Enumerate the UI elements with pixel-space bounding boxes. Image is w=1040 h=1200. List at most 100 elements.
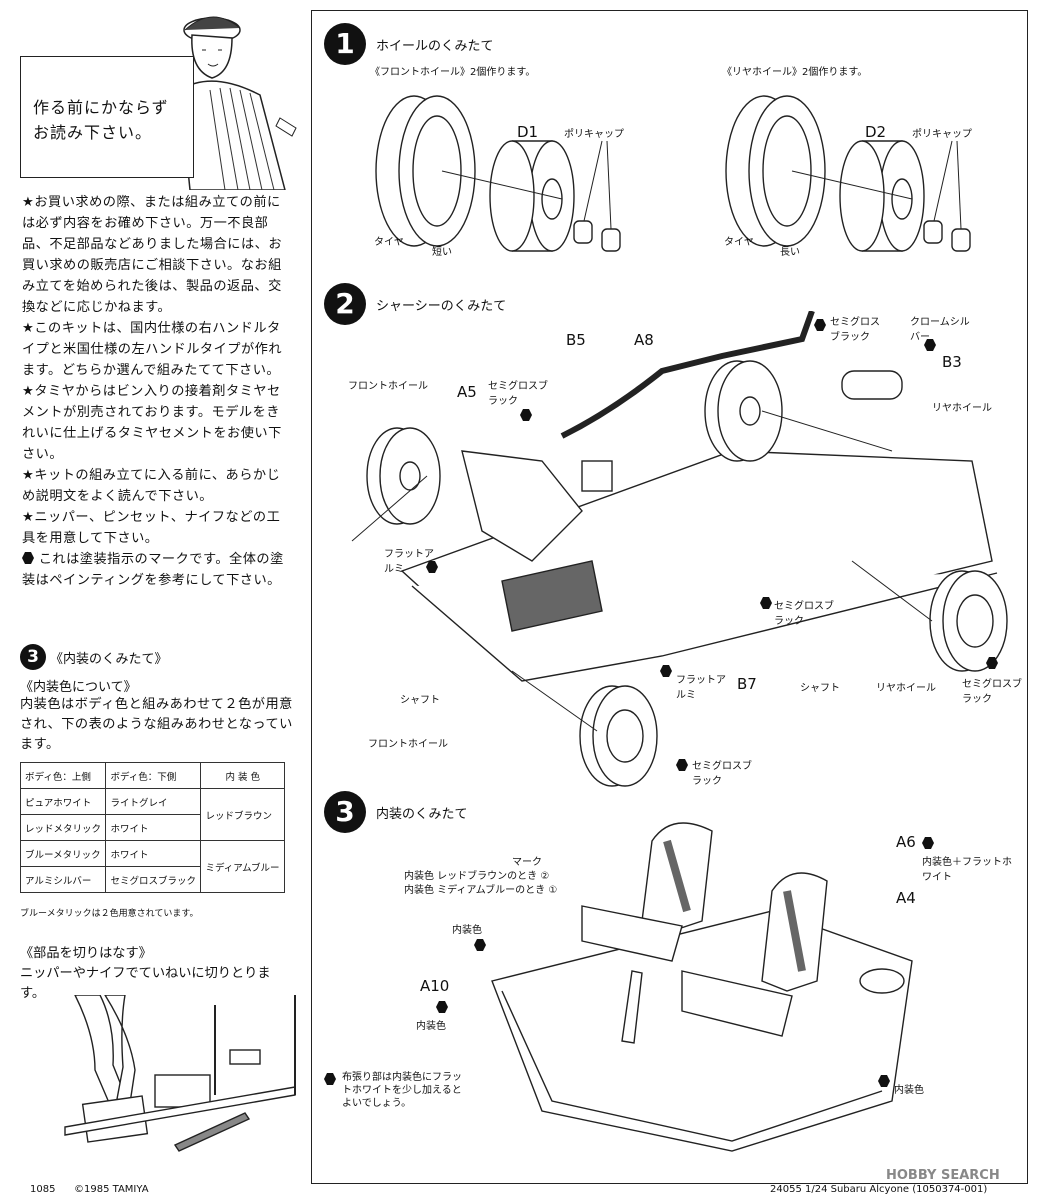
interior-color-text: 内装色はボディ色と組みあわせて２色が用意され、下の表のような組みあわせとなってい… (20, 697, 293, 752)
step-2-title: シャーシーのくみたて (376, 298, 507, 314)
table-note: ブルーメタリックは２色用意されています。 (20, 909, 199, 919)
paragraph-paint-mark: これは塗装指示のマークです。全体の塗装はペインティングを参考にして下さい。 (22, 552, 284, 588)
rear-wheel-label-top: リヤホイール (932, 403, 992, 414)
step-1-badge: 1 (324, 23, 366, 65)
table-row: ピュアホワイト ライトグレイ レッドブラウン (19, 788, 285, 841)
paint-mark-icon (814, 319, 826, 331)
interior-color-label-1: 内装色 (452, 925, 482, 936)
part-d1: D1 (517, 123, 539, 141)
flat-alumi-label-right: フラットアルミ (676, 675, 726, 701)
notice-line-1: 作る前にかならず (33, 98, 169, 117)
rear-wheel-heading: 《リヤホイール》2個作ります。 (722, 67, 868, 78)
color-table: ボディ色：上側 ボディ色：下側 内 装 色 ピュアホワイト ライトグレイ レッド… (19, 762, 285, 893)
cut-parts-text: ニッパーやナイフでていねいに切りとります。 (20, 966, 271, 1001)
part-a4: A4 (896, 889, 916, 907)
table-row: ブルーメタリック ホワイト ミディアムブルー (19, 840, 285, 893)
table-row: アルミシルバー セミグロスブラック (19, 866, 285, 893)
page-number: 1085 (30, 1184, 56, 1195)
shaft-label-right: シャフト (800, 683, 840, 694)
short-label: 短い (432, 247, 452, 258)
semigloss-label-muffler: セミグロスブラック (830, 317, 880, 343)
mark-label: マーク (512, 857, 542, 868)
part-b3: B3 (942, 353, 962, 371)
part-a6: A6 (896, 833, 916, 851)
step-3-header: 3 内装のくみたて (324, 791, 468, 833)
interior-section-title: 《内装のくみたて》 (50, 651, 168, 667)
nipper-illustration (64, 995, 296, 1152)
table-header: ボディ色：上側 (19, 762, 107, 789)
paint-mark-icon (22, 552, 34, 564)
paint-mark-icon (324, 1073, 336, 1085)
paragraph-read-first: ★キットの組み立てに入る前に、あらかじめ説明文をよく読んで下さい。 (22, 468, 281, 504)
table-header: 内 装 色 (200, 762, 285, 789)
paint-mark-icon (924, 339, 936, 351)
interior-medium-blue: ミディアムブルー (200, 840, 285, 893)
front-wheel-heading: 《フロントホイール》2個作ります。 (370, 67, 536, 78)
table-header: ボディ色：下側 (105, 762, 202, 789)
cut-parts-title: 《部品を切りはなす》 (20, 946, 152, 961)
step-3-badge: 3 (20, 644, 46, 670)
paint-mark-icon (436, 1001, 448, 1013)
step-2-header: 2 シャーシーのくみたて (324, 283, 506, 325)
mascot-illustration (179, 16, 297, 190)
interior-color-label-2: 内装色 (416, 1021, 446, 1032)
watermark: HOBBY SEARCH (886, 1168, 1000, 1183)
shaft-label-left: シャフト (400, 695, 440, 706)
long-label: 長い (780, 247, 800, 258)
paint-mark-icon (660, 665, 672, 677)
cut-parts-section: 《部品を切りはなす》 ニッパーやナイフでていねいに切りとります。 (20, 944, 290, 1004)
polycap-label-rear: ポリキャップ (912, 129, 972, 140)
interior-assembly-diagram (491, 822, 913, 1152)
front-wheel-label-bottom: フロントホイール (368, 739, 448, 750)
red-brown-mark-label: 内装色 レッドブラウンのとき ② (404, 871, 550, 882)
paint-mark-icon (760, 597, 772, 609)
semigloss-label-a5: セミグロスブラック (488, 381, 548, 407)
paragraph-check-contents: ★お買い求めの際、または組み立ての前には必ず内容をお確め下さい。万一不良部品、不… (22, 195, 283, 315)
paint-mark-icon (986, 657, 998, 669)
paint-mark-icon (520, 409, 532, 421)
medium-blue-mark-label: 内装色 ミディアムブルーのとき ① (404, 885, 558, 896)
paint-mark-icon (676, 759, 688, 771)
tire-label-front: タイヤ (374, 237, 404, 248)
semigloss-label-front: セミグロスブラック (692, 761, 752, 787)
chassis-assembly-diagram (351, 311, 1008, 787)
paragraph-tools: ★ニッパー、ピンセット、ナイフなどの工具を用意して下さい。 (22, 510, 281, 546)
interior-color-label-3: 内装色 (894, 1085, 924, 1096)
paint-mark-icon (922, 837, 934, 849)
rear-wheel-label-bottom: リヤホイール (876, 683, 936, 694)
step-1-title: ホイールのくみたて (376, 38, 494, 54)
paint-mark-icon (474, 939, 486, 951)
cloth-note: 布張り部は内装色にフラットホワイトを少し加えるとよいでしょう。 (342, 1072, 462, 1109)
paint-mark-icon (426, 561, 438, 573)
part-b5: B5 (566, 331, 586, 349)
intro-text: ★お買い求めの際、または組み立ての前には必ず内容をお確め下さい。万一不良部品、不… (22, 192, 292, 591)
front-wheel-label-top: フロントホイール (348, 381, 428, 392)
paragraph-cement: ★タミヤからはビン入りの接着剤タミヤセメントが別売されております。モデルをきれい… (22, 384, 282, 462)
step-1-header: 1 ホイールのくみたて (324, 23, 494, 65)
step-3-title: 内装のくみたて (376, 806, 468, 822)
part-a5: A5 (457, 383, 477, 401)
part-b7: B7 (737, 675, 757, 693)
copyright: ©1985 TAMIYA (74, 1184, 149, 1195)
flat-alumi-label-left: フラットアルミ (384, 549, 434, 575)
instructions-sidebar: 作る前にかならず お読み下さい。 ★お買い求めの際、または組み立ての前には必ず内… (0, 0, 305, 1200)
part-d2: D2 (865, 123, 887, 141)
notice-sign: 作る前にかならず お読み下さい。 (20, 56, 194, 178)
step-3-main-badge: 3 (324, 791, 366, 833)
semigloss-label-rear: セミグロスブラック (962, 679, 1022, 705)
tire-label-rear: タイヤ (724, 237, 754, 248)
interior-color-subtitle: 《内装色について》 (20, 680, 137, 695)
part-a10: A10 (420, 977, 450, 995)
wheel-assembly-diagram (375, 95, 971, 252)
paragraph-handle-type: ★このキットは、国内仕様の右ハンドルタイプと米国仕様の左ハンドルタイプが作れます… (22, 321, 283, 378)
assembly-panel: 1 ホイールのくみたて 《フロントホイール》2個作ります。 《リヤホイール》2個… (311, 10, 1028, 1184)
step-2-badge: 2 (324, 283, 366, 325)
semigloss-label-floor: セミグロスブラック (774, 601, 834, 627)
interior-red-brown: レッドブラウン (200, 788, 285, 841)
interior-section: 3 《内装のくみたて》 《内装色について》 内装色はボディ色と組みあわせて２色が… (20, 644, 295, 755)
polycap-label-front: ポリキャップ (564, 129, 624, 140)
chrome-silver-label: クロームシルバー (910, 317, 970, 343)
product-code: 24055 1/24 Subaru Alcyone (1050374-001) (770, 1184, 988, 1195)
part-a8: A8 (634, 331, 654, 349)
notice-line-2: お読み下さい。 (33, 123, 153, 142)
